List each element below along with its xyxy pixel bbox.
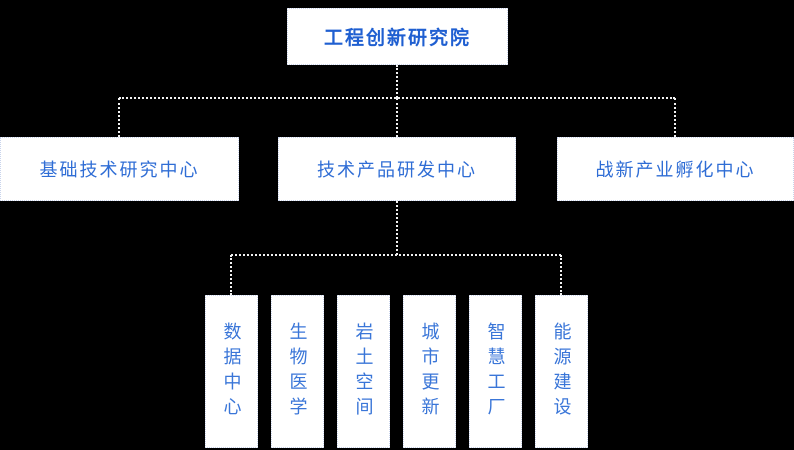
connector-level3-drop-left — [230, 255, 232, 295]
connector-level3-down — [396, 201, 398, 255]
org-node-basic-tech-research-center: 基础技术研究中心 — [0, 137, 239, 201]
org-node-tech-product-rd-center: 技术产品研发中心 — [278, 137, 516, 201]
org-node-urban-renewal: 城市更新 — [403, 295, 456, 448]
connector-level2-drop-mid — [396, 98, 398, 137]
org-node-strategic-industry-incubation-center: 战新产业孵化中心 — [557, 137, 794, 201]
org-node-label: 生物医学 — [287, 321, 308, 422]
connector-level2-drop-right — [674, 98, 676, 137]
org-node-label: 技术产品研发中心 — [317, 160, 477, 180]
connector-level2-drop-left — [118, 98, 120, 137]
org-node-root: 工程创新研究院 — [287, 8, 508, 65]
org-node-smart-factory: 智慧工厂 — [469, 295, 522, 448]
org-node-label: 数据中心 — [221, 321, 242, 422]
org-node-biomedicine: 生物医学 — [271, 295, 324, 448]
connector-level3-rail — [231, 254, 561, 256]
org-node-label: 城市更新 — [419, 321, 440, 422]
org-node-label: 岩土空间 — [353, 321, 374, 422]
org-node-label: 智慧工厂 — [485, 321, 506, 422]
org-node-energy-construction: 能源建设 — [535, 295, 588, 448]
org-node-label: 战新产业孵化中心 — [595, 160, 756, 180]
org-node-label: 基础技术研究中心 — [39, 160, 200, 180]
connector-level3-drop-right — [560, 255, 562, 295]
org-node-geotechnical-space: 岩土空间 — [337, 295, 390, 448]
org-node-data-center: 数据中心 — [205, 295, 258, 448]
org-node-root-label: 工程创新研究院 — [323, 28, 471, 49]
connector-root-down — [396, 65, 398, 98]
org-node-label: 能源建设 — [551, 321, 572, 422]
